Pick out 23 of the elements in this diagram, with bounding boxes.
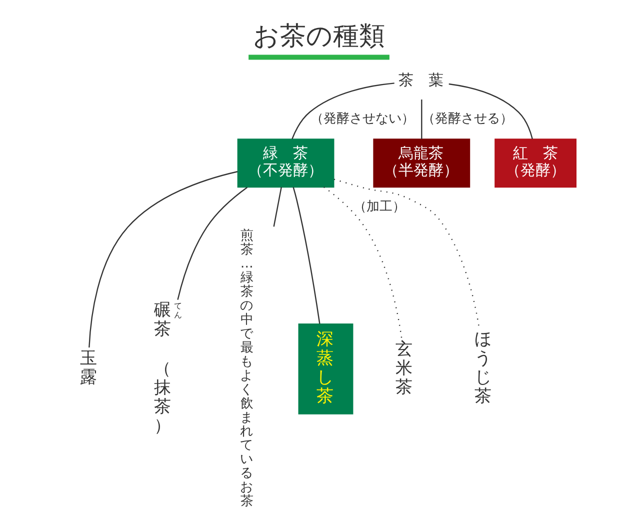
node-text: 玉露 [80, 348, 97, 388]
node-box: 緑 茶 （不発酵） [237, 138, 334, 188]
node-label: てん [174, 301, 182, 320]
edge-label: （加工） [354, 199, 406, 214]
node-text: ほうじ茶 [474, 330, 492, 406]
connector [292, 82, 394, 140]
node-box: 烏龍茶 （半発酵） [373, 138, 470, 188]
edge-label: （発酵させない） [310, 112, 415, 127]
node-box: 紅 茶 （発酵） [494, 138, 576, 188]
connector [273, 186, 282, 227]
connector [88, 171, 238, 348]
diagram-title: お茶の種類 [253, 22, 386, 52]
edge-label: （発酵させる） [422, 112, 514, 127]
node-text: 煎茶…緑茶の中で最もよく飲まれているお茶 [240, 228, 254, 510]
connector [292, 187, 320, 324]
connector [448, 83, 533, 140]
connector [324, 186, 402, 338]
node-box: 深蒸し茶 [298, 323, 354, 414]
connector [421, 100, 422, 140]
connector [177, 186, 248, 300]
node-text: 玄米茶 [396, 340, 413, 398]
node-text: 茶 葉 [398, 71, 444, 90]
node-text: 碾茶 （抹茶） [154, 300, 171, 436]
